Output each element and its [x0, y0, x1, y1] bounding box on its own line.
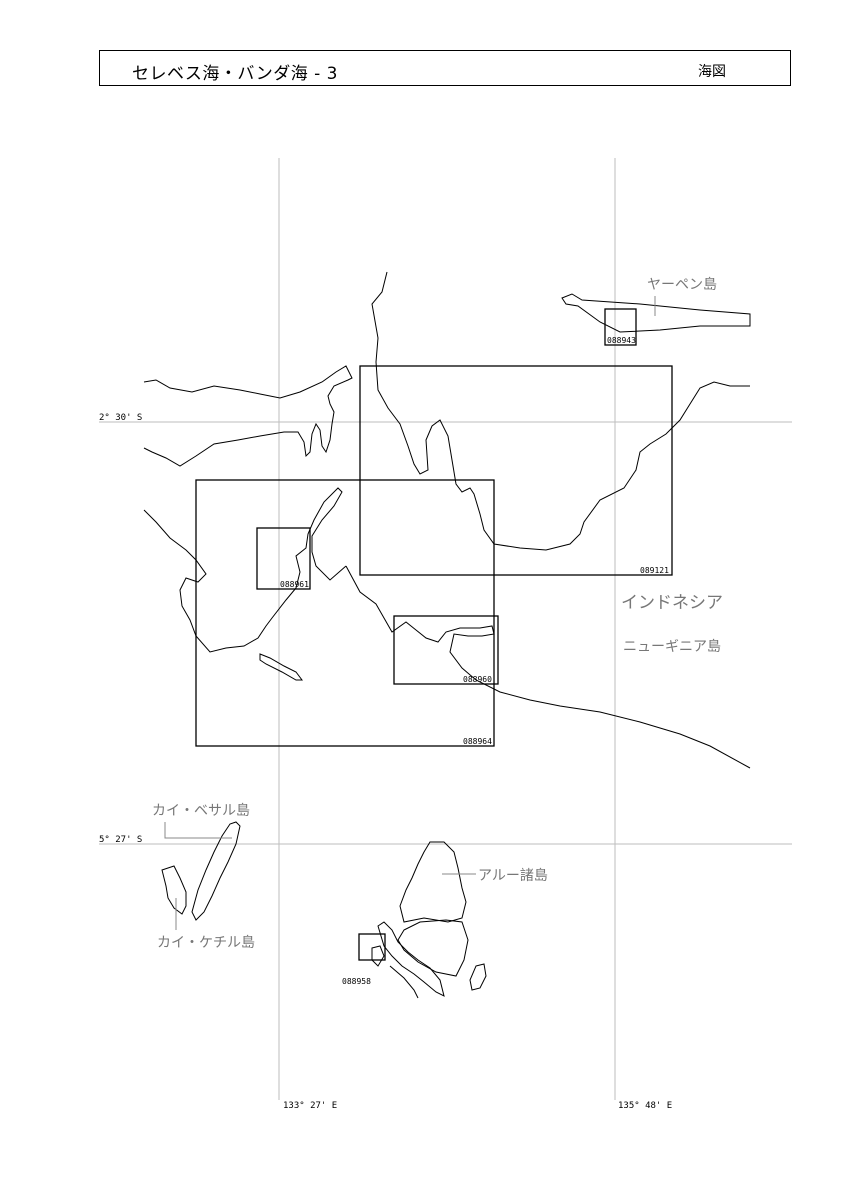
kai-kecil-coast — [161, 865, 187, 915]
aru-island-west — [377, 921, 445, 997]
map-kind-label: 海図 — [698, 64, 726, 80]
chart-id-088958: 088958 — [342, 977, 371, 986]
yapen-island-coast — [561, 293, 751, 333]
aru-island-north — [399, 841, 467, 923]
small-island — [259, 653, 303, 681]
birds-head-coast — [143, 365, 353, 467]
chart-box-088960[interactable] — [393, 615, 499, 685]
leader-lines — [164, 296, 656, 930]
lat-label-south: 5° 27' S — [99, 835, 142, 845]
leader-line — [164, 822, 232, 839]
chart-id-088961: 088961 — [280, 580, 309, 589]
chart-box-088964[interactable] — [195, 479, 495, 747]
chart-id-089121: 089121 — [640, 566, 669, 575]
chart-box-088961[interactable] — [256, 527, 311, 590]
aru-islet — [371, 945, 385, 967]
header-box: セレベス海・バンダ海 - 3 海図 — [99, 50, 791, 86]
place-label-new-guinea: ニューギニア島 — [623, 639, 721, 655]
lat-label-north: 2° 30' S — [99, 413, 142, 423]
place-label-aru: アルー諸島 — [478, 868, 548, 884]
new-guinea-south-coast — [345, 565, 751, 769]
chart-id-088964: 088964 — [463, 737, 492, 746]
chart-box-088958[interactable] — [358, 933, 386, 961]
place-label-kai-besar: カイ・ベサル島 — [152, 803, 250, 819]
graticule — [99, 158, 792, 1100]
map-title: セレベス海・バンダ海 - 3 — [132, 64, 338, 84]
place-label-yapen: ヤーペン島 — [647, 277, 717, 293]
aru-island-central — [397, 919, 469, 977]
chart-id-088943: 088943 — [607, 336, 636, 345]
new-guinea-north-coast — [371, 271, 750, 551]
lon-label-west: 133° 27' E — [283, 1101, 337, 1111]
chart-boxes — [195, 308, 673, 961]
bomberai-coast — [143, 487, 347, 653]
lon-label-east: 135° 48' E — [618, 1101, 672, 1111]
chart-box-089121[interactable] — [359, 365, 673, 576]
place-label-kai-kecil: カイ・ケチル島 — [157, 935, 255, 951]
aru-coast-segment — [389, 965, 419, 999]
chart-id-088960: 088960 — [463, 675, 492, 684]
place-label-indonesia: インドネシア — [621, 593, 723, 613]
kai-besar-coast — [191, 821, 241, 921]
coastlines — [143, 271, 751, 999]
chart-box-088943[interactable] — [604, 308, 637, 346]
aru-islet-east — [469, 963, 487, 991]
